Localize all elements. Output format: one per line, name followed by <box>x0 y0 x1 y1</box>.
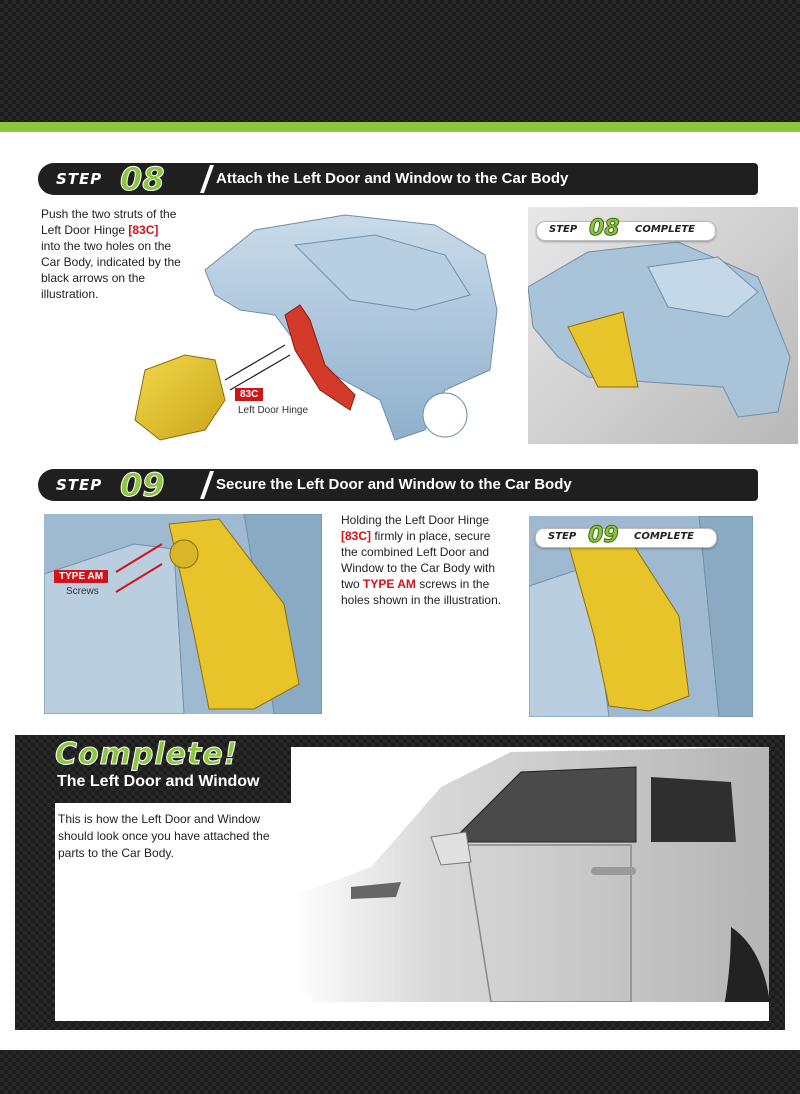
divider-slash-icon <box>200 471 214 499</box>
screw-label-code: TYPE AM <box>54 570 109 583</box>
complete-text-box: This is how the Left Door and Window sho… <box>55 803 295 1021</box>
part-ref: [83C] <box>128 223 159 237</box>
door-complete-image <box>529 516 753 717</box>
part-ref: [83C] <box>341 529 372 543</box>
step-08-badge: STEP 08 <box>42 160 210 199</box>
step-09-instructions: Holding the Left Door Hinge [83C] firmly… <box>341 513 502 607</box>
complete-description: This is how the Left Door and Window sho… <box>58 812 270 860</box>
complete-heading: Complete! <box>54 737 239 773</box>
step-word: STEP <box>56 476 103 494</box>
car-body-complete-image <box>528 241 791 418</box>
car-body-door-illustration <box>134 214 498 441</box>
part-label-name: Left Door Hinge <box>238 405 309 416</box>
step-08-title: Attach the Left Door and Window to the C… <box>216 170 569 187</box>
screw-ref: TYPE AM <box>363 577 416 591</box>
step-08-instructions: Push the two struts of the Left Door Hin… <box>41 207 181 301</box>
step-08-illustration: 83C Left Door Hinge <box>125 200 500 450</box>
step-09-illustration: TYPE AM Screws <box>44 514 322 714</box>
footer-carbon-band <box>0 1050 800 1094</box>
part-label-code: 83C <box>235 388 264 401</box>
step-word: STEP <box>56 170 103 188</box>
complete-subtitle: The Left Door and Window <box>57 773 260 790</box>
step-number: 09 <box>120 466 166 505</box>
step-number: 08 <box>120 160 166 199</box>
step-09-title: Secure the Left Door and Window to the C… <box>216 476 572 493</box>
step-08-complete-tag: STEP 08 COMPLETE <box>536 216 716 242</box>
divider-slash-icon <box>200 165 214 193</box>
step-08-header: STEP 08 Attach the Left Door and Window … <box>38 160 758 199</box>
door-screws-illustration <box>44 514 322 714</box>
finished-car-photo <box>291 747 769 1021</box>
screw-label-name: Screws <box>66 586 99 597</box>
complete-panel: Complete! The Left Door and Window This … <box>15 735 785 1030</box>
header-accent-line <box>0 122 800 132</box>
step-09-complete-illustration: STEP 09 COMPLETE <box>529 516 753 717</box>
step-09-badge: STEP 09 <box>42 466 210 505</box>
step-09-complete-tag: STEP 09 COMPLETE <box>535 523 717 549</box>
header-carbon-band <box>0 0 800 122</box>
step-09-header: STEP 09 Secure the Left Door and Window … <box>38 466 758 505</box>
step-08-complete-illustration: STEP 08 COMPLETE <box>528 207 798 444</box>
finished-car-image <box>291 747 769 1021</box>
